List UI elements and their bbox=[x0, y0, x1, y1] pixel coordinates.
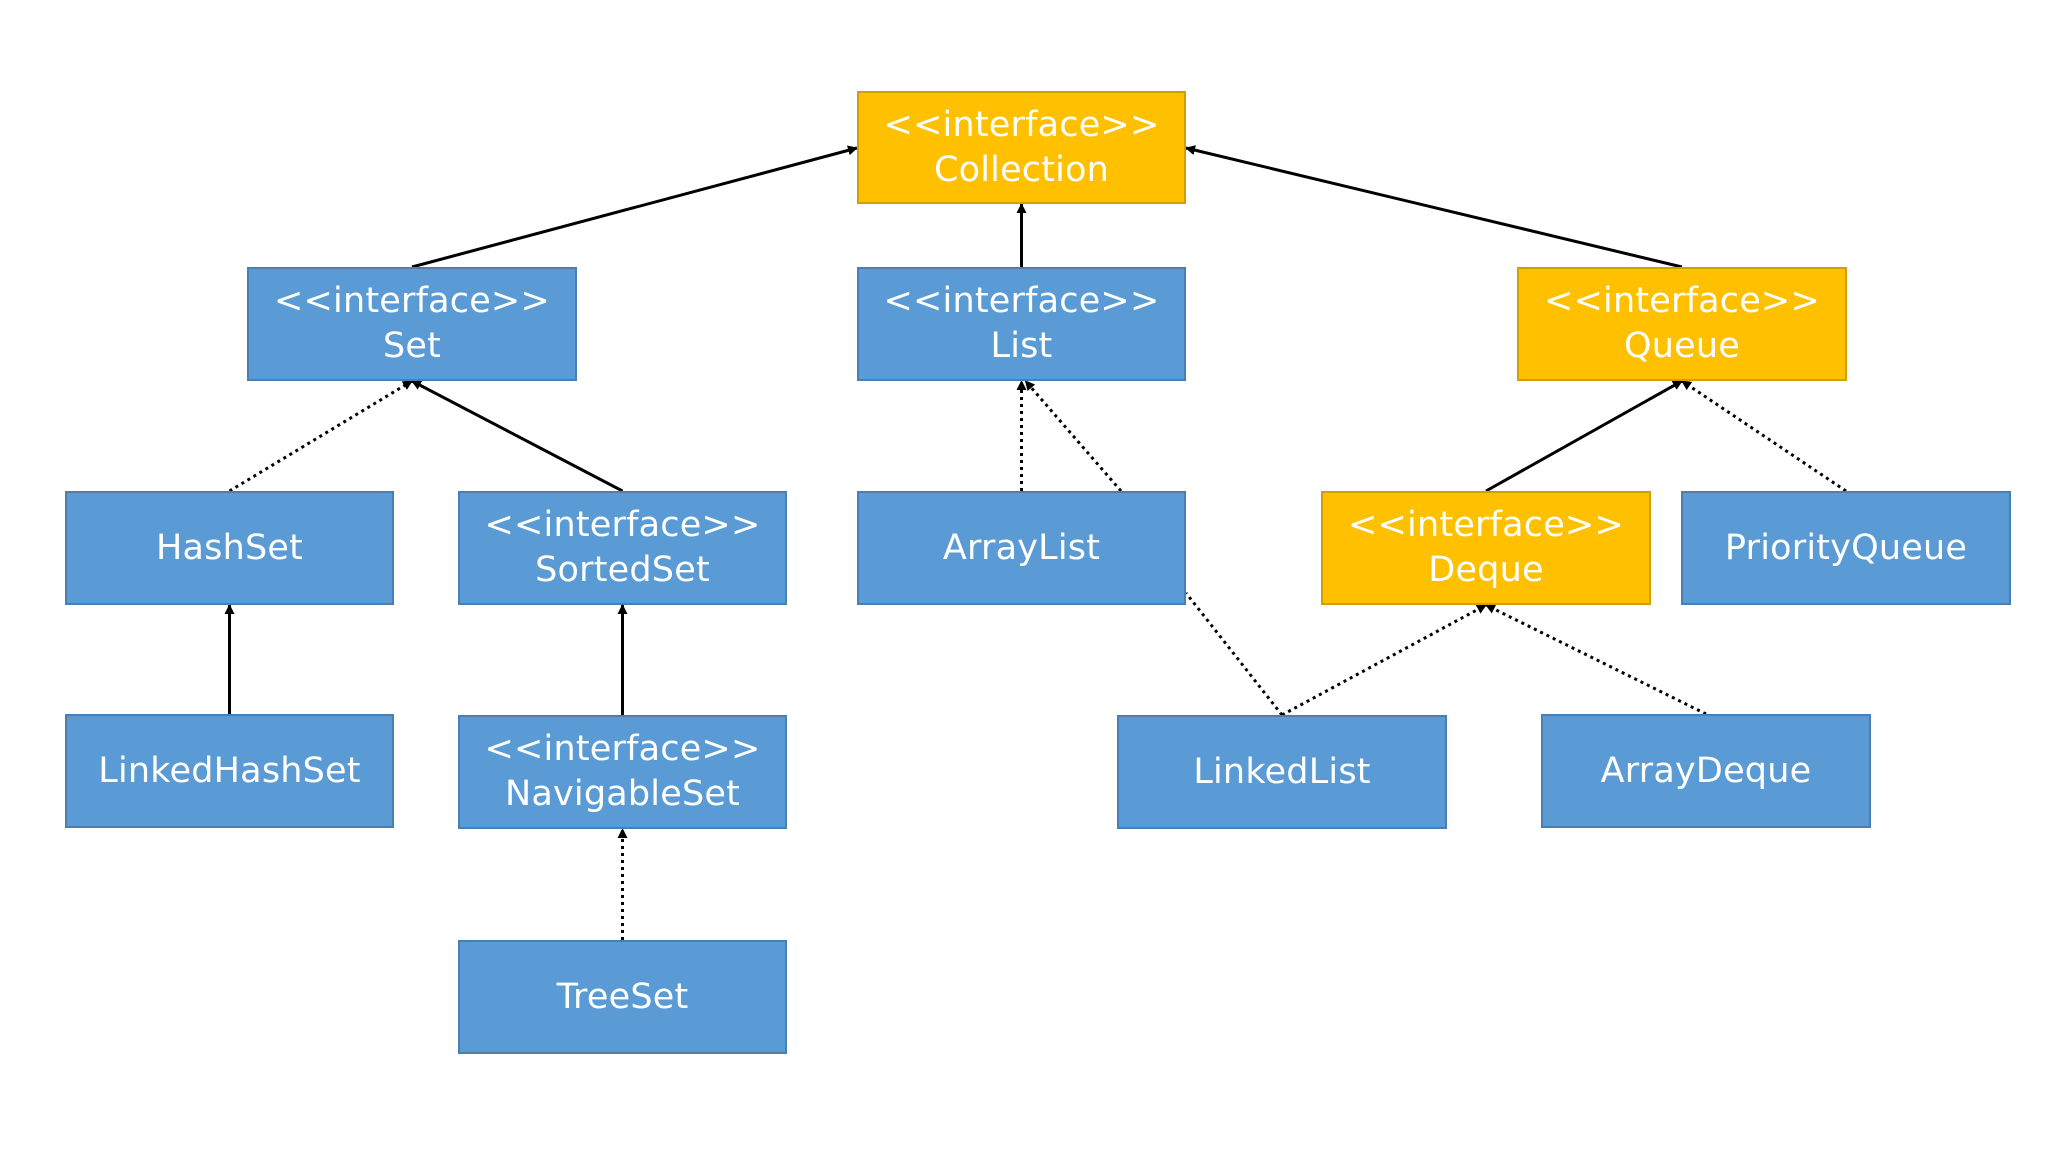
edge-arraydeque-deque bbox=[1485, 603, 1707, 716]
node-navigableset: <<interface>> NavigableSet bbox=[458, 715, 787, 829]
node-navigableset-name: NavigableSet bbox=[504, 774, 741, 814]
edge-hashset-set bbox=[228, 379, 413, 493]
node-collection-stereotype: <<interface>> bbox=[883, 104, 1160, 145]
node-priorityqueue-name: PriorityQueue bbox=[1724, 527, 1968, 568]
node-hashset-name: HashSet bbox=[155, 527, 304, 568]
node-queue: <<interface>> Queue bbox=[1517, 267, 1847, 381]
node-queue-stereotype: <<interface>> bbox=[1543, 281, 1820, 321]
node-arraydeque: ArrayDeque bbox=[1541, 714, 1871, 828]
node-navigableset-stereotype: <<interface>> bbox=[484, 729, 761, 769]
node-collection-name: Collection bbox=[933, 149, 1110, 190]
edge-set-collection bbox=[411, 145, 858, 269]
node-set: <<interface>> Set bbox=[247, 267, 577, 381]
node-linkedhashset: LinkedHashSet bbox=[65, 714, 394, 828]
edge-linkedlist-list-lower bbox=[1184, 592, 1284, 716]
edge-linkedlist-list bbox=[1024, 380, 1123, 492]
node-set-stereotype: <<interface>> bbox=[273, 281, 550, 321]
node-set-name: Set bbox=[382, 326, 442, 366]
node-arraylist-name: ArrayList bbox=[942, 527, 1101, 568]
node-sortedset-name: SortedSet bbox=[535, 550, 710, 590]
node-hashset: HashSet bbox=[65, 491, 394, 605]
node-queue-name: Queue bbox=[1624, 326, 1740, 366]
edge-linkedlist-deque bbox=[1281, 603, 1487, 717]
node-deque-name: Deque bbox=[1428, 550, 1544, 590]
node-priorityqueue: PriorityQueue bbox=[1681, 491, 2011, 605]
edge-sortedset-set bbox=[411, 379, 624, 493]
edge-queue-collection bbox=[1185, 145, 1683, 269]
node-arraydeque-name: ArrayDeque bbox=[1600, 750, 1812, 791]
node-treeset-name: TreeSet bbox=[556, 976, 689, 1017]
node-sortedset: <<interface>> SortedSet bbox=[458, 491, 787, 605]
node-linkedlist-name: LinkedList bbox=[1193, 751, 1371, 792]
edge-deque-queue bbox=[1485, 379, 1683, 493]
node-deque-stereotype: <<interface>> bbox=[1347, 505, 1624, 545]
node-collection: <<interface>> Collection bbox=[857, 91, 1186, 204]
edge-priorityqueue-queue bbox=[1681, 379, 1847, 493]
node-list-name: List bbox=[990, 326, 1053, 366]
node-sortedset-stereotype: <<interface>> bbox=[484, 505, 761, 545]
node-arraylist: ArrayList bbox=[857, 491, 1186, 605]
node-deque: <<interface>> Deque bbox=[1321, 491, 1651, 605]
node-linkedhashset-name: LinkedHashSet bbox=[98, 750, 361, 791]
node-list: <<interface>> List bbox=[857, 267, 1186, 381]
node-list-stereotype: <<interface>> bbox=[883, 281, 1160, 321]
node-linkedlist: LinkedList bbox=[1117, 715, 1447, 829]
node-treeset: TreeSet bbox=[458, 940, 787, 1054]
